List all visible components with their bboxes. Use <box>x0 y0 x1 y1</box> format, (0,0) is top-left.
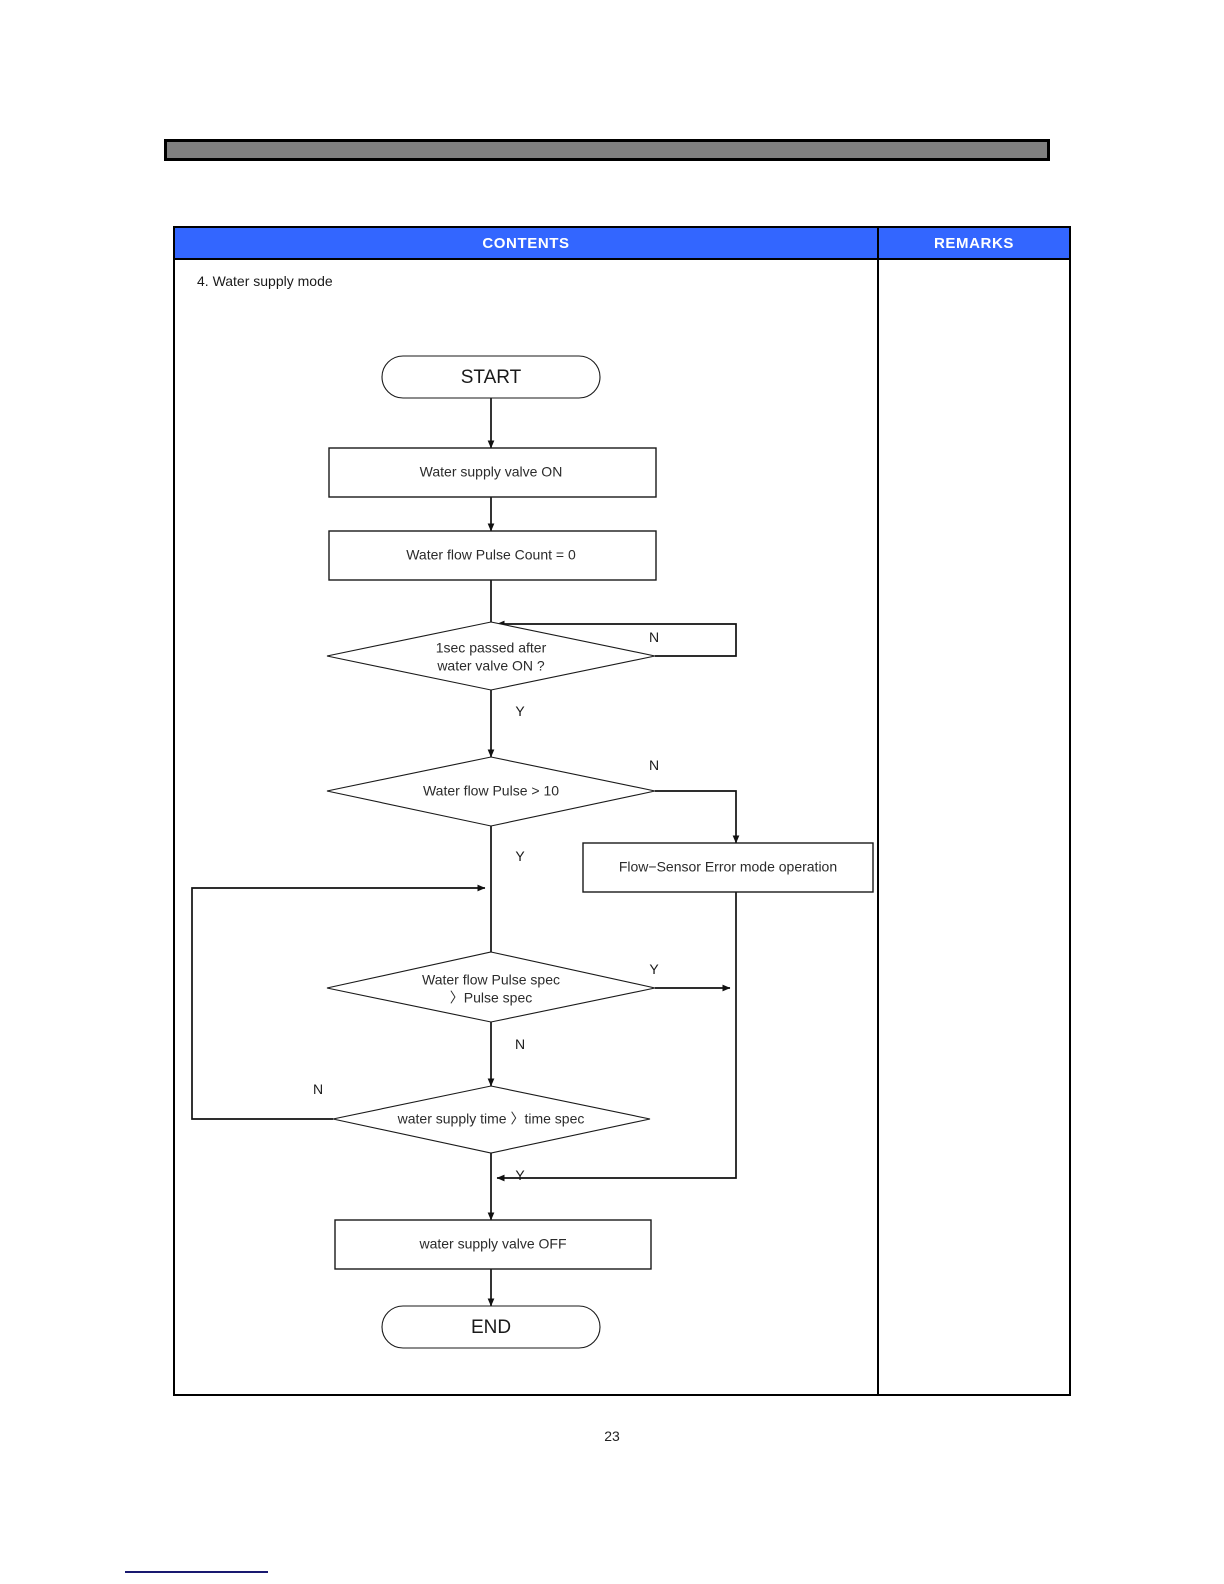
edge-dectime-no-loop <box>191 884 486 1120</box>
branch-label-y3: Y <box>649 961 659 977</box>
edge-errmode-to-merge <box>496 892 737 1182</box>
node-valve-off-label: water supply valve OFF <box>418 1236 566 1252</box>
node-decision-1sec-line2: water valve ON ? <box>436 658 545 674</box>
node-decision-pulse-spec-line2: 〉Pulse spec <box>450 990 532 1006</box>
table-body-row: 4. Water supply mode <box>175 260 1069 1394</box>
branch-label-y2: Y <box>515 848 525 864</box>
column-header-contents: CONTENTS <box>175 228 879 260</box>
node-pulse-count-zero-label: Water flow Pulse Count = 0 <box>406 547 576 563</box>
node-decision-supply-time-label: water supply time 〉time spec <box>397 1111 585 1127</box>
branch-label-y1: Y <box>515 703 525 719</box>
table-header-row: CONTENTS REMARKS <box>175 228 1069 260</box>
node-decision-pulse-gt-10-label: Water flow Pulse > 10 <box>423 783 559 799</box>
node-decision-pulse-spec: Water flow Pulse spec 〉Pulse spec <box>326 951 656 1023</box>
node-start: START <box>381 355 601 399</box>
node-valve-off: water supply valve OFF <box>334 1219 652 1270</box>
water-supply-mode-flowchart: START Water supply valve ON Water flow P… <box>191 355 874 1349</box>
node-valve-on-label: Water supply valve ON <box>420 464 563 480</box>
column-header-remarks: REMARKS <box>879 228 1069 260</box>
edge-decpulse10-no-to-errmode <box>655 790 740 844</box>
branch-label-n2: N <box>649 757 659 773</box>
node-end-label: END <box>471 1317 511 1338</box>
node-pulse-count-zero: Water flow Pulse Count = 0 <box>328 530 657 581</box>
branch-label-n3: N <box>515 1036 525 1052</box>
footer-rule <box>125 1571 268 1573</box>
contents-remarks-table: CONTENTS REMARKS 4. Water supply mode <box>173 226 1071 1396</box>
header-gray-bar <box>164 139 1050 161</box>
node-decision-supply-time: water supply time 〉time spec <box>332 1085 651 1154</box>
node-flow-sensor-error: Flow−Sensor Error mode operation <box>582 842 874 893</box>
node-decision-pulse-spec-line1: Water flow Pulse spec <box>422 972 560 988</box>
contents-cell: 4. Water supply mode <box>175 260 879 1394</box>
edge-dec1sec-no-loop <box>496 620 737 657</box>
node-start-label: START <box>461 367 522 388</box>
branch-label-n4: N <box>313 1081 323 1097</box>
node-flow-sensor-error-label: Flow−Sensor Error mode operation <box>619 859 837 875</box>
branch-label-n1: N <box>649 629 659 645</box>
node-decision-pulse-gt-10: Water flow Pulse > 10 <box>326 756 656 827</box>
node-decision-1sec-line1: 1sec passed after <box>436 640 547 656</box>
node-end: END <box>381 1305 601 1349</box>
page-number: 23 <box>604 1428 620 1444</box>
branch-label-y4: Y <box>515 1167 525 1183</box>
remarks-cell <box>879 260 1069 1394</box>
page-title: 4. Water supply mode <box>197 273 333 289</box>
node-decision-1sec: 1sec passed after water valve ON ? <box>326 621 656 691</box>
node-valve-on: Water supply valve ON <box>328 447 657 498</box>
